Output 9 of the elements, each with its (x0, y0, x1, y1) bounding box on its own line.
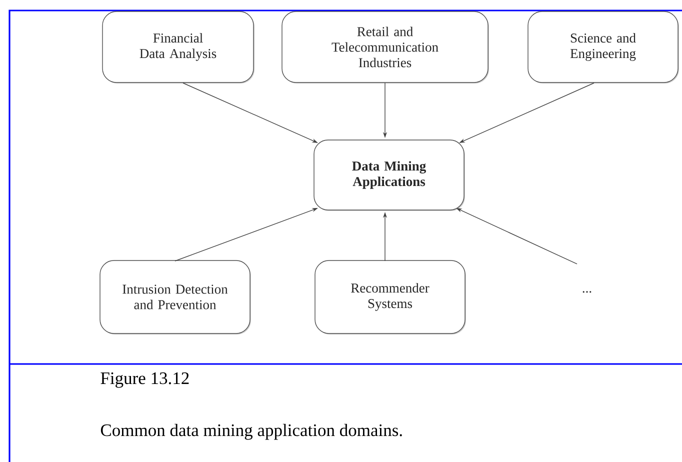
process-box: Recommender Systems (314, 260, 466, 334)
process-box: Retail and Telecommunication Industries (282, 11, 489, 84)
ellipsis-text: ... (582, 291, 592, 293)
process-box: Financial Data Analysis (102, 11, 254, 84)
caption: Common data mining application domains. (100, 424, 402, 440)
central-box: Data Mining Applications (314, 140, 465, 211)
process-box: Science and Engineering (528, 11, 679, 84)
figure-number: Figure 13.12 (100, 372, 189, 388)
process-box: Intrusion Detection and Prevention (100, 260, 251, 334)
